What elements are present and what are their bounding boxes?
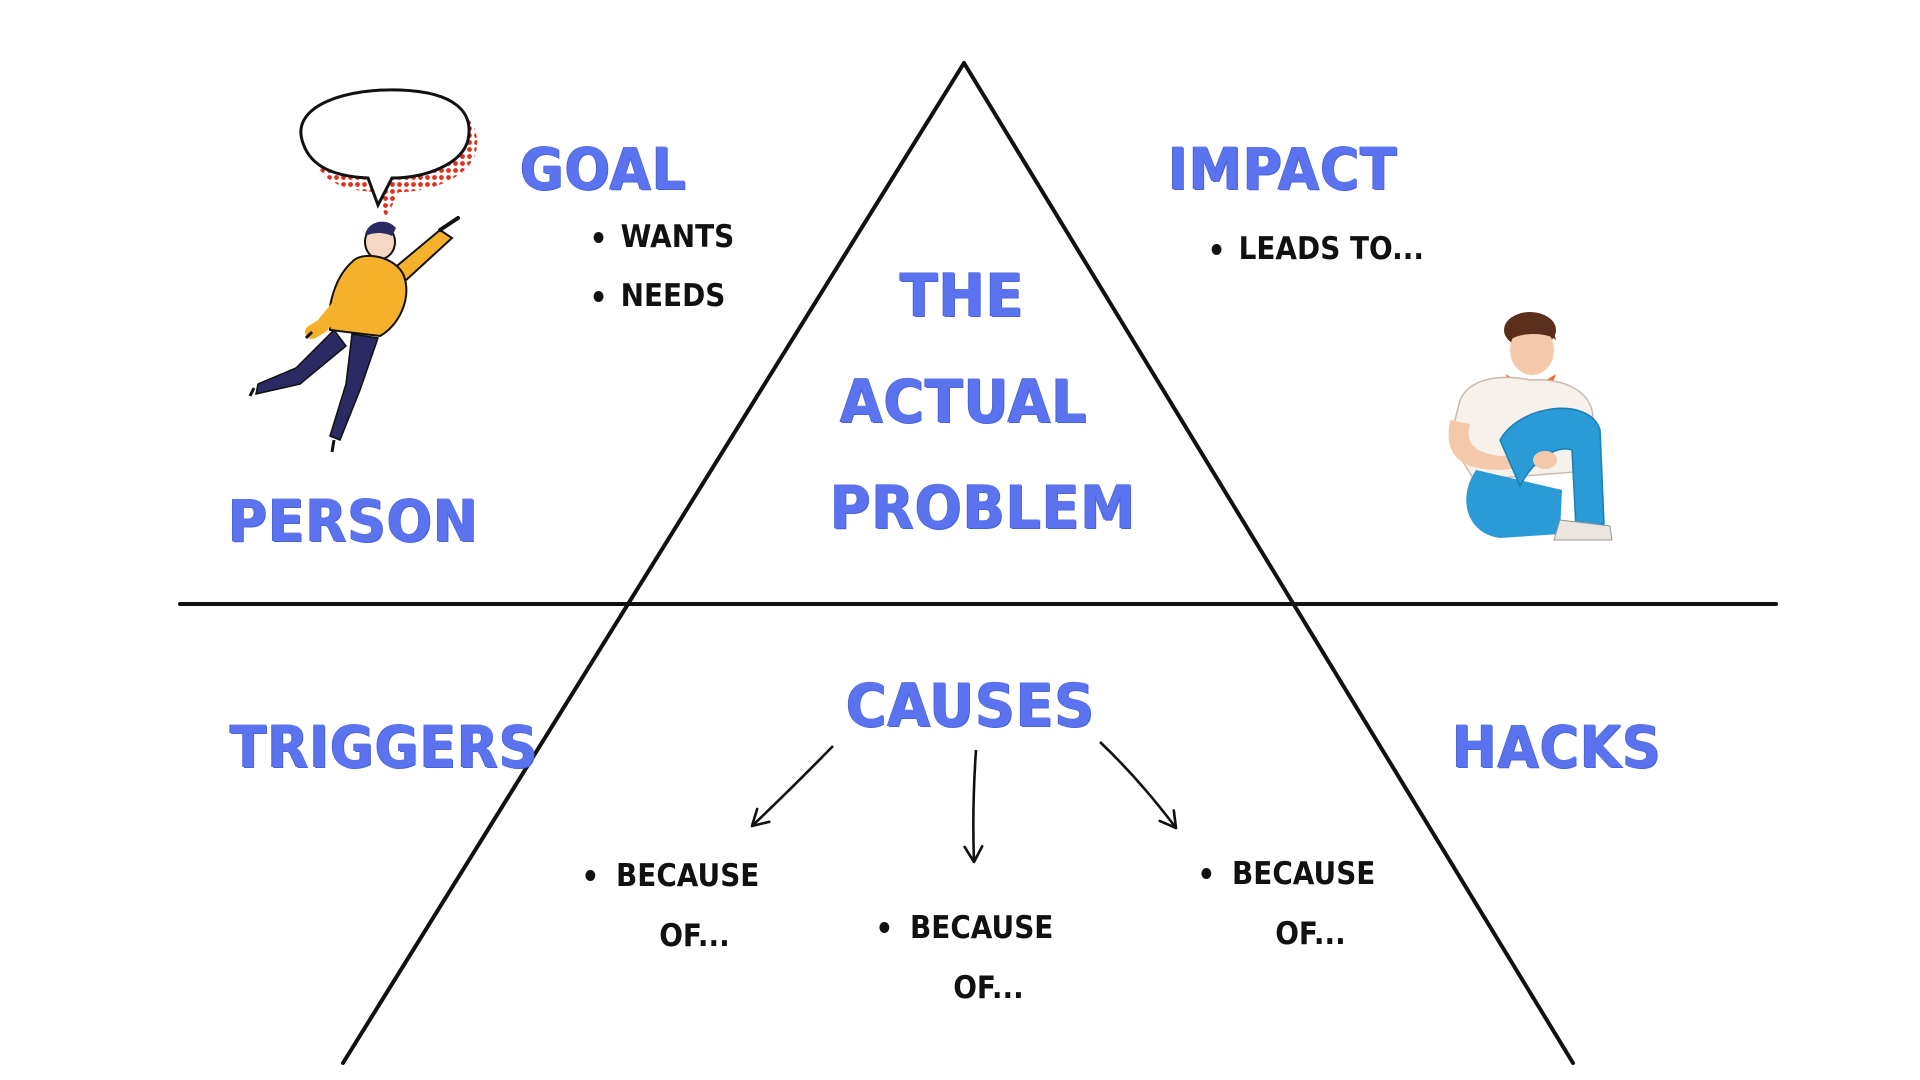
bullet-dot	[879, 922, 890, 933]
flying-man-illustration	[248, 216, 460, 453]
sad-sitting-man-illustration	[1448, 312, 1613, 541]
cause-left-line2: OF...	[659, 918, 730, 954]
triangle-right-side	[962, 61, 1575, 1065]
cause-item-center: BECAUSE OF...	[879, 898, 1054, 1018]
person-heading: PERSON	[228, 487, 479, 555]
cause-left-line1: BECAUSE	[616, 858, 760, 894]
triggers-heading: TRIGGERS	[230, 713, 539, 781]
bullet-dot	[1201, 868, 1212, 879]
cause-right-line2: OF...	[1275, 916, 1346, 952]
impact-bullet-leads-to: LEADS TO...	[1208, 220, 1424, 279]
arrow-down-left-icon	[750, 745, 834, 828]
goal-bullet-list: WANTS NEEDS	[590, 208, 750, 326]
triangle-left-side	[341, 61, 966, 1065]
cause-right-line1: BECAUSE	[1232, 856, 1376, 892]
speech-bubble-icon	[299, 88, 478, 218]
goal-bullet-needs: NEEDS	[590, 267, 734, 326]
hacks-heading: HACKS	[1452, 713, 1662, 781]
impact-heading: IMPACT	[1168, 135, 1398, 203]
arrow-down-right-icon	[1099, 741, 1178, 830]
causes-heading: CAUSES	[846, 671, 1096, 741]
cause-item-left: BECAUSE OF...	[585, 846, 760, 966]
center-line-the: THE	[900, 261, 1025, 331]
cause-item-right: BECAUSE OF...	[1201, 844, 1376, 964]
cause-center-line2: OF...	[953, 970, 1024, 1006]
goal-bullet-wants: WANTS	[590, 208, 734, 267]
arrow-down-icon	[963, 749, 984, 864]
center-line-problem: PROBLEM	[830, 473, 1137, 543]
goal-heading: GOAL	[520, 135, 687, 203]
center-line-actual: ACTUAL	[840, 367, 1088, 437]
cause-center-line1: BECAUSE	[910, 910, 1054, 946]
impact-bullet-list: LEADS TO...	[1208, 220, 1448, 279]
bullet-dot	[585, 870, 596, 881]
